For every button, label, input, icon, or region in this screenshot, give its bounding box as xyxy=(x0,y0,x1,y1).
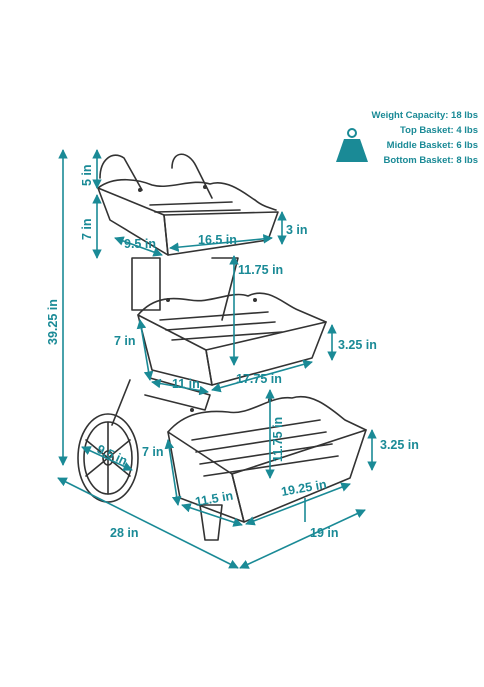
spec-weight-capacity: Weight Capacity: 18 lbs xyxy=(371,110,478,121)
dim-wheel-line xyxy=(81,446,133,471)
bot-basket-slat1 xyxy=(191,419,321,441)
label-bot-side-height: 7 in xyxy=(142,445,164,459)
dim-mid-depth-line xyxy=(151,378,209,396)
left-handle xyxy=(99,154,143,191)
label-bot-clearance: 11.75 in xyxy=(271,417,285,462)
dim-bot-depth-line xyxy=(181,503,243,527)
dim-overall-width-line xyxy=(239,509,366,569)
bot-basket-slat3 xyxy=(199,443,333,465)
label-mid-side-height: 7 in xyxy=(114,334,136,348)
mid-basket-back xyxy=(137,292,327,323)
label-top-width: 16.5 in xyxy=(198,233,237,247)
label-mid-front-height: 3.25 in xyxy=(338,338,377,352)
weight-specs: Weight Capacity: 18 lbs Top Basket: 4 lb… xyxy=(372,108,478,168)
cross-brace xyxy=(111,379,131,426)
spec-top-basket: Top Basket: 4 lbs xyxy=(400,125,478,136)
label-top-side-height: 7 in xyxy=(80,218,94,240)
dim-mid-side-line xyxy=(136,319,154,381)
label-overall-depth: 28 in xyxy=(110,526,139,540)
mid-basket-slat1 xyxy=(159,311,269,321)
mid-basket-slat3 xyxy=(171,331,283,341)
spec-bottom-basket: Bottom Basket: 8 lbs xyxy=(383,155,479,166)
dim-overall-depth-line xyxy=(57,477,239,569)
dim-top-depth-line xyxy=(114,236,163,257)
dimension-lines xyxy=(57,149,377,569)
mid-basket-front xyxy=(205,321,327,386)
mid-basket-slat2 xyxy=(165,321,276,331)
dim-mid-width-line xyxy=(211,359,313,393)
weight-icon xyxy=(336,128,368,162)
bot-basket-back xyxy=(167,395,367,433)
rear-leg-top xyxy=(131,257,161,311)
bot-basket-slat2 xyxy=(195,431,327,453)
top-basket-slat2 xyxy=(154,209,241,213)
label-bot-front-height: 3.25 in xyxy=(380,438,419,452)
label-mid-width: 17.75 in xyxy=(236,372,282,386)
label-top-depth: 9.5 in xyxy=(124,237,156,251)
top-basket-slat1 xyxy=(149,201,233,206)
label-bot-depth: 11.5 in xyxy=(194,489,234,509)
dim-bot-side-line xyxy=(164,439,182,506)
label-top-front-height: 3 in xyxy=(286,223,308,237)
spec-middle-basket: Middle Basket: 6 lbs xyxy=(386,140,478,151)
dim-top-width-line xyxy=(169,234,273,252)
label-mid-depth: 11 in xyxy=(172,377,200,391)
label-handle-height: 5 in xyxy=(80,164,94,186)
label-total-height: 39.25 in xyxy=(46,299,60,345)
top-basket-back xyxy=(97,178,277,211)
right-handle xyxy=(171,153,213,199)
label-top-clearance: 11.75 in xyxy=(238,263,283,277)
label-overall-width: 19 in xyxy=(310,526,339,540)
